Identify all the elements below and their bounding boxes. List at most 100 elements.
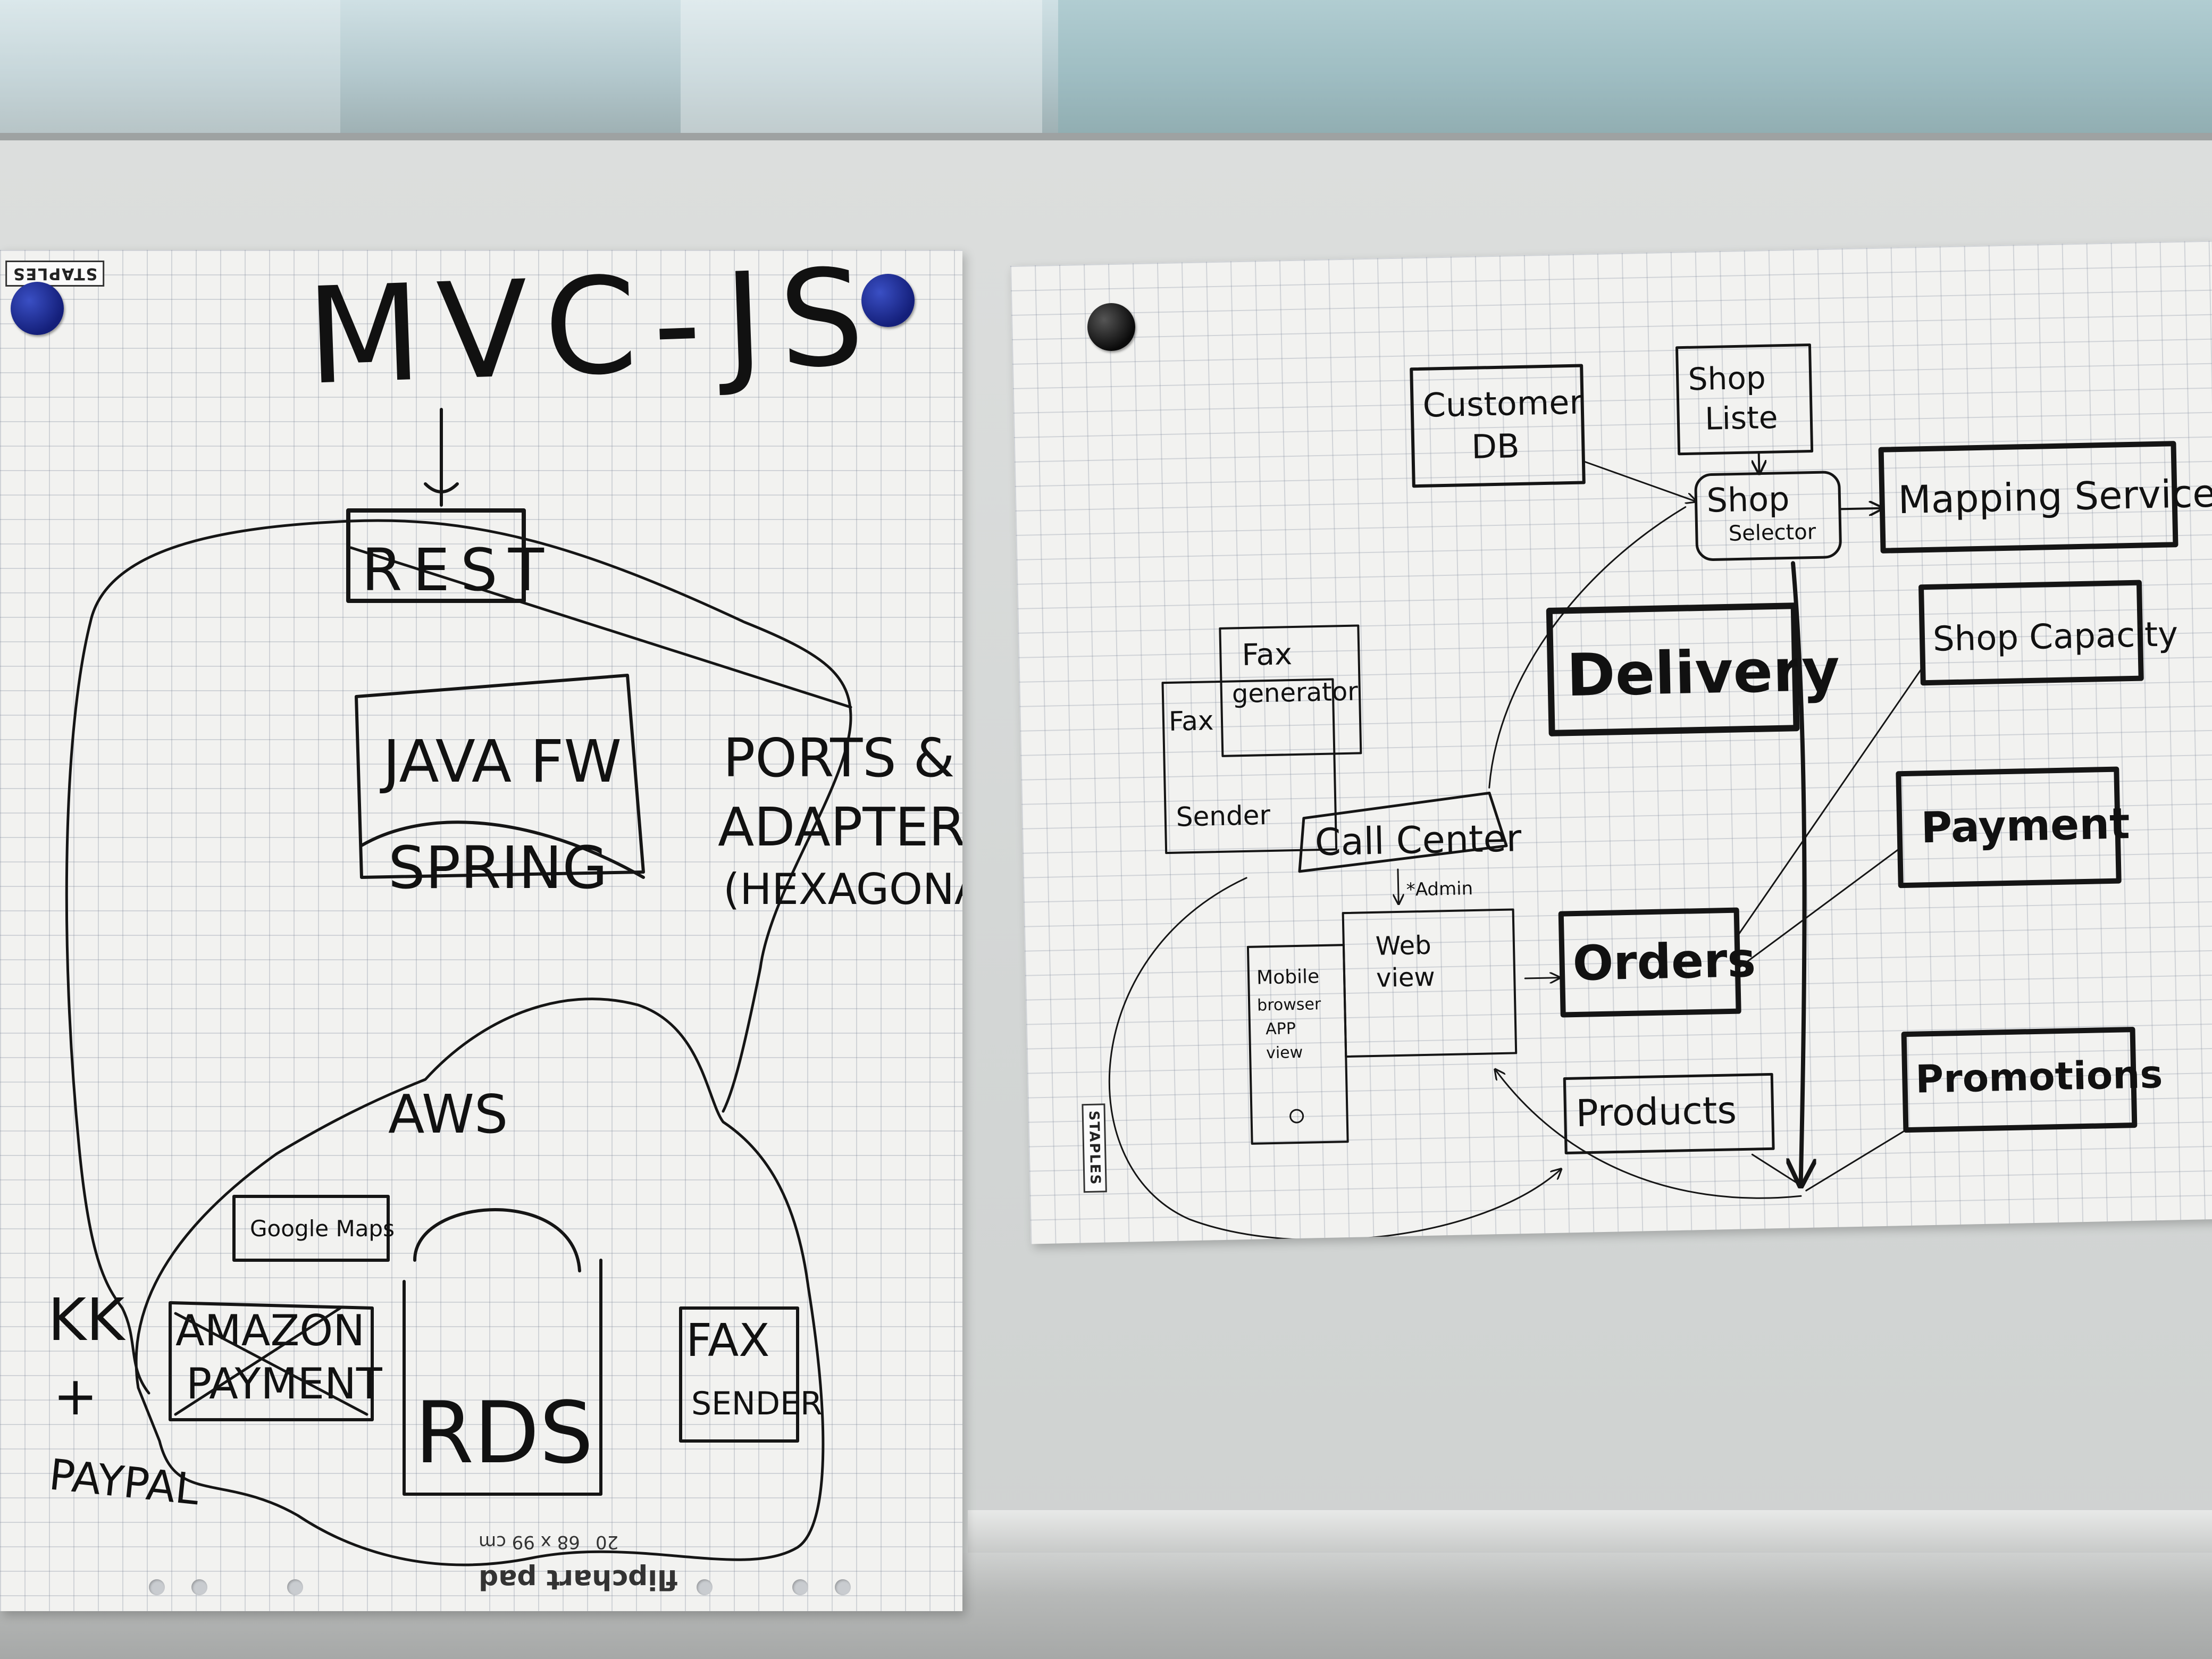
pad-brand: flipchart pad [479, 1563, 678, 1595]
adapters-label: ADAPTERS [718, 796, 962, 858]
mobile-browser: browser [1257, 995, 1321, 1015]
ports-label: PORTS & [723, 727, 955, 789]
kk-label: KK [48, 1286, 126, 1354]
payment-box [1896, 766, 2122, 889]
amazon-label: AMAZON [175, 1306, 365, 1355]
call-center-box [1298, 791, 1508, 873]
mobile-view: view [1266, 1043, 1303, 1062]
shop-selector-label: Shop [1706, 479, 1790, 520]
products-label: Products [1576, 1088, 1737, 1135]
rds-box [403, 1259, 602, 1496]
java-fw-box [355, 674, 645, 879]
staples-stamp: STAPLES [1082, 1103, 1107, 1193]
callcenter-products-arrow [1108, 877, 1562, 1241]
flow-lines [1751, 1129, 1907, 1192]
mobile-app: APP [1266, 1019, 1296, 1038]
return-to-web-arrow [1495, 1063, 1802, 1199]
products-box [1563, 1073, 1775, 1154]
shop-selector-box [1694, 471, 1842, 561]
orders-capacity-line [1736, 666, 1924, 938]
pad-count: 20 [596, 1531, 619, 1553]
customer-db-box [1410, 364, 1586, 488]
mobile-home-button [1289, 1109, 1304, 1124]
ceiling-panel [0, 0, 340, 133]
aws-cloud [135, 998, 825, 1566]
paypal-label: PAYPAL [47, 1449, 202, 1514]
rds-top [413, 1208, 581, 1272]
hexagon-outline [65, 519, 852, 1395]
fax-generator-box [1219, 624, 1362, 757]
ceiling-panel [681, 0, 1042, 133]
call-center-label: Call Center [1314, 816, 1522, 864]
punch-hole [191, 1579, 207, 1595]
left-sketch: MVC-JS REST JAVA FW SPRING PORTS & ADAPT… [47, 250, 962, 1566]
orders-label: Orders [1572, 932, 1756, 992]
callcenter-liste-line [1488, 506, 1687, 789]
punch-hole [697, 1579, 713, 1595]
java-fw-label: JAVA FW [380, 727, 622, 795]
customer-selector-arrow [1582, 460, 1696, 504]
punch-hole [835, 1579, 851, 1595]
punch-hole [287, 1579, 303, 1595]
fax-label: FAX [686, 1314, 769, 1367]
punch-hole [792, 1579, 808, 1595]
orders-box [1558, 907, 1741, 1018]
flipchart-sheet-left: STAPLES MVC-JS REST JAVA FW SPRING PORTS… [0, 250, 962, 1611]
plus-label: + [53, 1365, 98, 1427]
shop-liste-box [1675, 343, 1814, 456]
google-maps-box [232, 1195, 390, 1262]
hexagon-edge [349, 546, 852, 709]
customer-db-sub: DB [1471, 426, 1520, 466]
rds-label: RDS [415, 1383, 593, 1482]
rest-box [346, 508, 526, 603]
fax-generator-sub: generator [1231, 676, 1358, 709]
mobile-box [1246, 944, 1349, 1145]
aws-label: AWS [388, 1083, 508, 1145]
fax-sender-sub: Sender [1176, 800, 1271, 833]
mobile-label: Mobile [1256, 966, 1320, 988]
admin-note: *Admin [1406, 878, 1473, 901]
pad-size: 68 x 99 cm [479, 1531, 580, 1553]
punch-hole [149, 1579, 165, 1595]
delivery-flow-arrow [1788, 561, 1812, 1185]
sender-label: SENDER [691, 1385, 823, 1422]
right-sketch: Customer DB Shop Liste Shop Selector Map… [1108, 343, 2212, 1241]
shop-liste-label: Shop [1688, 359, 1766, 397]
fax-sender-box [679, 1306, 799, 1443]
fax-generator-label: Fax [1242, 637, 1293, 673]
spring-label: SPRING [388, 834, 608, 902]
mapping-service-label: Mapping Service [1898, 471, 2212, 523]
amazon-payment-box [169, 1301, 374, 1421]
title-connector [424, 408, 459, 507]
web-view-sub: view [1376, 962, 1436, 993]
delivery-box [1546, 602, 1800, 736]
magnet [11, 282, 64, 335]
fax-sender-box [1161, 678, 1338, 854]
title-mvc-js: MVC-JS [304, 250, 882, 414]
hexagonal-label: (HEXAGONAL) [723, 865, 962, 914]
crossed-out-mark [174, 1306, 368, 1416]
shop-selector-sub: Selector [1728, 520, 1816, 546]
fax-sender-label: Fax [1168, 705, 1214, 737]
magnet [861, 274, 915, 327]
google-maps-label: Google Maps [250, 1216, 395, 1242]
whiteboard-rail [968, 1510, 2212, 1558]
customer-db-label: Customer [1422, 383, 1583, 425]
promotions-box [1901, 1027, 2138, 1133]
promotions-label: Promotions [1915, 1052, 2164, 1102]
payment-label: PAYMENT [186, 1359, 383, 1409]
orders-payment-line [1737, 847, 1901, 970]
flipchart-sheet-right: Customer DB Shop Liste Shop Selector Map… [1010, 240, 2212, 1244]
ceiling-window [0, 0, 2212, 133]
delivery-label: Delivery [1566, 636, 1840, 710]
magnet [1087, 303, 1135, 351]
rest-label: REST [362, 536, 555, 604]
web-view-label: Web [1375, 931, 1431, 961]
shop-capacity-label: Shop Capacity [1932, 615, 2178, 659]
selector-mapping-arrow [1838, 508, 1882, 509]
mapping-service-box [1878, 441, 2179, 554]
shop-liste-sub: Liste [1705, 399, 1778, 437]
shop-capacity-box [1918, 580, 2144, 686]
payment-label: Payment [1921, 799, 2131, 852]
ceiling-panel [1058, 0, 2212, 133]
